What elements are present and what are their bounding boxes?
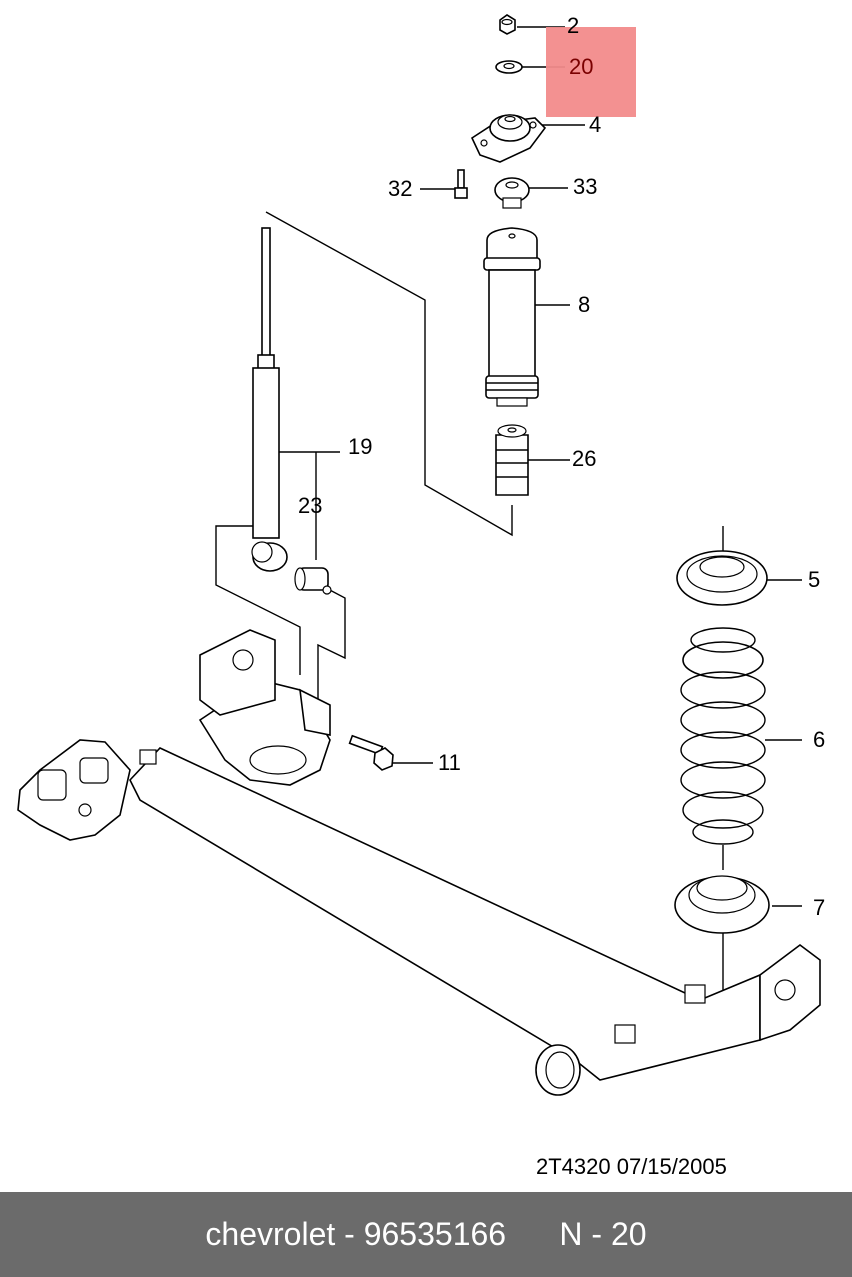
spring-seat-part-7	[674, 875, 770, 934]
bolt-part-32	[454, 169, 468, 199]
footer-ref: N - 20	[559, 1216, 647, 1252]
drawing-id-and-date: 2T4320 07/15/2005	[536, 1154, 727, 1179]
strut-mount-part-4	[470, 114, 547, 163]
nut-part-2	[499, 14, 516, 35]
label-part-23: 23	[298, 493, 323, 518]
bolt-part-11	[348, 734, 394, 771]
label-part-11: 11	[438, 750, 461, 775]
exploded-view-drawing	[17, 14, 821, 1096]
washer-part-20	[495, 60, 523, 74]
label-part-20: 20	[569, 54, 594, 79]
label-part-26: 26	[572, 446, 597, 471]
footer-text: chevrolet - 96535166 N - 20	[0, 1192, 852, 1277]
label-part-33: 33	[573, 174, 598, 199]
footer-gap	[506, 1216, 559, 1252]
bump-stop-part-26	[495, 424, 529, 496]
bushing-part-23	[294, 567, 332, 595]
bushing-part-33	[494, 177, 530, 209]
label-part-2: 2	[567, 13, 580, 38]
footer-part-number: 96535166	[363, 1216, 507, 1252]
label-part-4: 4	[589, 112, 602, 137]
spring-seat-part-5	[676, 550, 768, 606]
parts-diagram: 2 20 4 32 33 8 19 23 26 5 6 11 7 2T4320 …	[17, 13, 826, 1179]
shock-absorber-part-19	[251, 227, 288, 572]
coil-spring-part-6	[680, 627, 766, 845]
highlight-box	[546, 27, 636, 117]
label-part-6: 6	[813, 727, 826, 752]
label-part-32: 32	[388, 176, 413, 201]
footer-separator: -	[335, 1216, 364, 1252]
label-part-19: 19	[348, 434, 373, 459]
label-part-7: 7	[813, 895, 826, 920]
footer-bar: chevrolet - 96535166 N - 20	[0, 1192, 852, 1277]
label-part-5: 5	[808, 567, 821, 592]
label-part-8: 8	[578, 292, 591, 317]
rear-axle-beam	[17, 629, 821, 1096]
footer-brand: chevrolet	[205, 1216, 336, 1252]
dust-boot-part-8	[483, 227, 541, 407]
